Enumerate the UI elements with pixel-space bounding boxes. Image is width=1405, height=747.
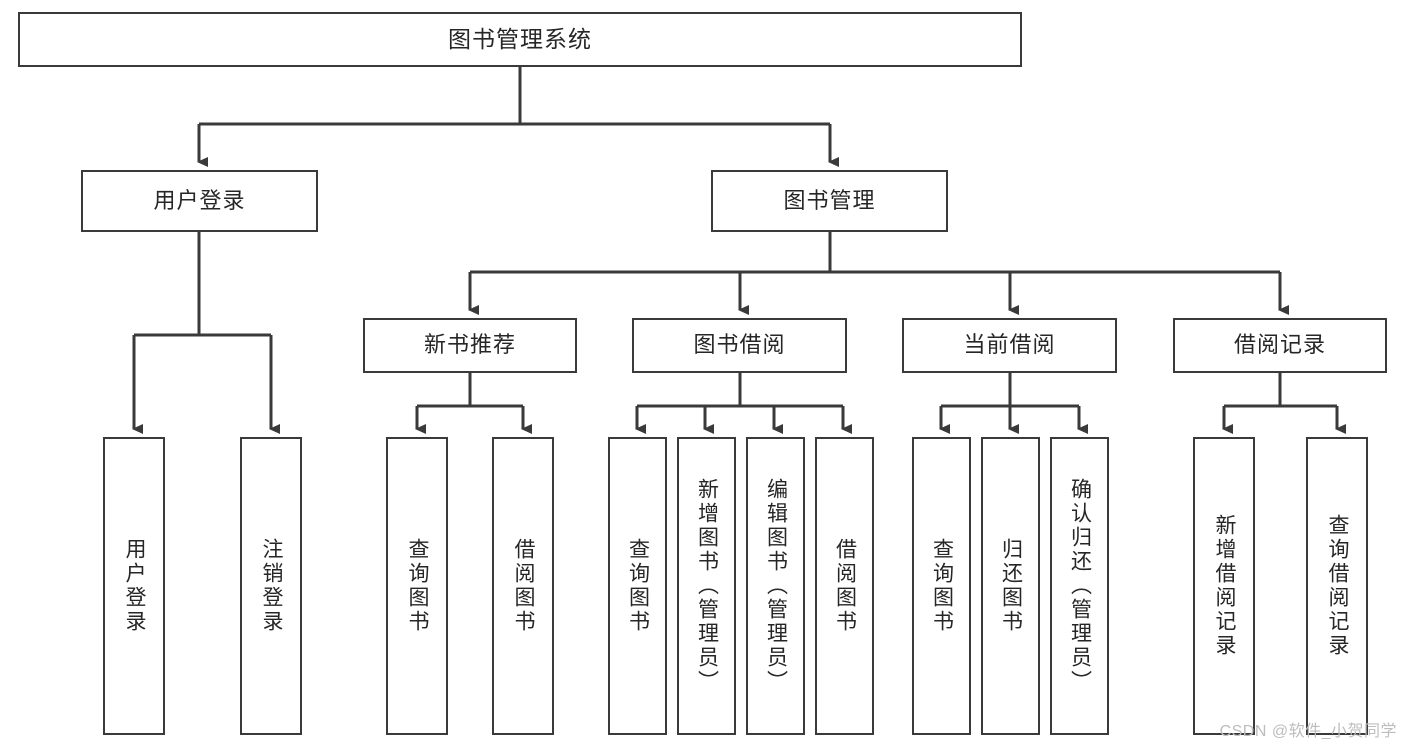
leaf-user-login-label: 用户登录: [123, 538, 147, 634]
leaf-query-record-label: 查询借阅记录: [1326, 514, 1350, 658]
leaf-query-book-1[interactable]: 查询图书: [386, 437, 448, 735]
leaf-add-book[interactable]: 新增图书（管理员）: [677, 437, 736, 735]
leaf-query-book-2[interactable]: 查询图书: [608, 437, 667, 735]
node-current-borrow-label: 当前借阅: [963, 332, 1056, 358]
leaf-query-record[interactable]: 查询借阅记录: [1306, 437, 1368, 735]
leaf-logout-label: 注销登录: [260, 538, 284, 634]
node-user-login[interactable]: 用户登录: [81, 170, 318, 232]
leaf-user-login[interactable]: 用户登录: [103, 437, 165, 735]
leaf-logout[interactable]: 注销登录: [240, 437, 302, 735]
leaf-add-record[interactable]: 新增借阅记录: [1193, 437, 1255, 735]
leaf-query-book-1-label: 查询图书: [406, 538, 430, 634]
node-root-label: 图书管理系统: [448, 25, 592, 52]
node-new-book-rec[interactable]: 新书推荐: [363, 318, 577, 373]
node-new-book-rec-label: 新书推荐: [423, 332, 516, 358]
node-book-manage-label: 图书管理: [783, 187, 876, 213]
leaf-confirm-return[interactable]: 确认归还（管理员）: [1050, 437, 1109, 735]
node-book-manage[interactable]: 图书管理: [711, 170, 948, 232]
leaf-query-book-3-label: 查询图书: [930, 538, 954, 634]
node-borrow-record-label: 借阅记录: [1233, 332, 1326, 358]
leaf-return-book[interactable]: 归还图书: [981, 437, 1040, 735]
leaf-confirm-return-label: 确认归还（管理员）: [1068, 478, 1092, 694]
node-book-borrow[interactable]: 图书借阅: [632, 318, 847, 373]
leaf-return-book-label: 归还图书: [999, 538, 1023, 634]
leaf-borrow-book-2-label: 借阅图书: [833, 538, 857, 634]
leaf-borrow-book-2[interactable]: 借阅图书: [815, 437, 874, 735]
node-user-login-label: 用户登录: [153, 187, 246, 213]
csdn-watermark: CSDN @软件_小贺同学: [1219, 723, 1397, 740]
node-borrow-record[interactable]: 借阅记录: [1173, 318, 1387, 373]
leaf-edit-book-label: 编辑图书（管理员）: [764, 478, 788, 694]
node-root-system[interactable]: 图书管理系统: [18, 12, 1022, 67]
leaf-borrow-book-1-label: 借阅图书: [512, 538, 536, 634]
leaf-query-book-2-label: 查询图书: [626, 538, 650, 634]
leaf-add-record-label: 新增借阅记录: [1213, 514, 1237, 658]
leaf-add-book-label: 新增图书（管理员）: [695, 478, 719, 694]
leaf-edit-book[interactable]: 编辑图书（管理员）: [746, 437, 805, 735]
node-book-borrow-label: 图书借阅: [693, 332, 786, 358]
leaf-query-book-3[interactable]: 查询图书: [912, 437, 971, 735]
node-current-borrow[interactable]: 当前借阅: [902, 318, 1117, 373]
leaf-borrow-book-1[interactable]: 借阅图书: [492, 437, 554, 735]
